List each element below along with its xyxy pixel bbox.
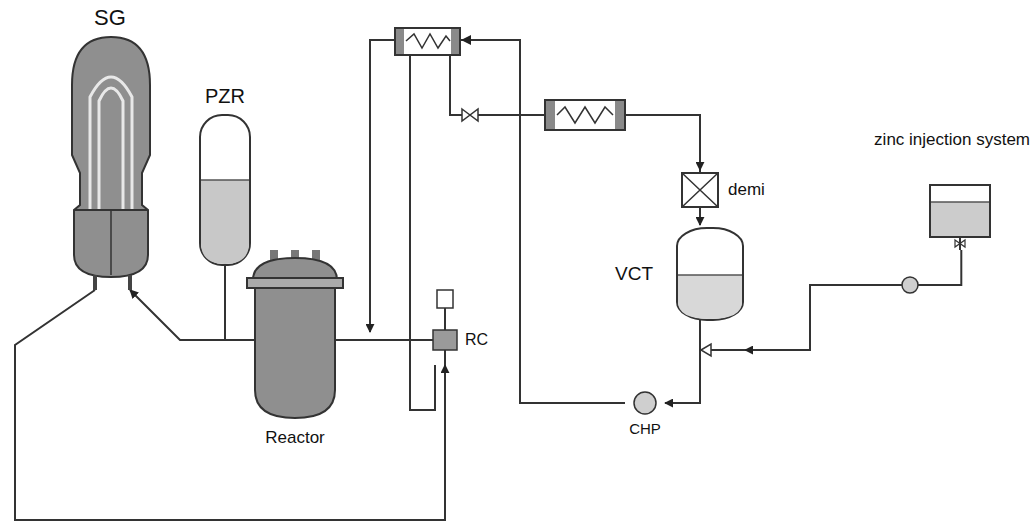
pipe-line <box>15 290 445 520</box>
reactor-vessel: Reactor <box>245 250 370 455</box>
zinc-injection-tank: zinc injection system <box>840 130 1032 250</box>
pipe-line <box>665 365 700 403</box>
pipe-line <box>370 40 625 403</box>
volume-control-tank-outline <box>615 225 745 365</box>
component-label: zinc injection system <box>874 130 1030 150</box>
charging-pump: CHP <box>625 388 665 443</box>
reactor-vessel-outline <box>245 250 370 455</box>
pipe-line <box>370 339 425 341</box>
flow-arrowhead <box>461 35 471 45</box>
pressurizer-outline <box>195 85 255 275</box>
component-label: CHP <box>629 420 661 437</box>
pipe-line <box>225 275 245 340</box>
volume-control-tank: VCT <box>615 225 745 365</box>
demineralizer: demi <box>680 170 775 212</box>
reactor-coolant-pump-outline <box>425 290 505 365</box>
pipe-line <box>745 250 961 350</box>
pipe-line <box>699 212 701 225</box>
component-label: Reactor <box>265 428 325 448</box>
reactor-coolant-pump: RC <box>425 290 505 365</box>
component-label: SG <box>94 5 126 30</box>
zinc-pump <box>902 277 918 293</box>
pipe-line <box>130 290 245 340</box>
steam-generator: SG <box>60 5 160 290</box>
pressurizer: PZR <box>195 85 255 275</box>
steam-generator-outline <box>60 5 160 290</box>
valve-symbol <box>462 109 478 121</box>
component-label: demi <box>728 180 765 200</box>
component-label: RC <box>465 331 488 349</box>
component-label: PZR <box>205 85 245 108</box>
pipe-line <box>410 48 700 410</box>
component-label: VCT <box>615 263 653 285</box>
letdown-heat-exchanger <box>545 100 625 130</box>
regenerative-heat-exchanger <box>395 28 460 55</box>
